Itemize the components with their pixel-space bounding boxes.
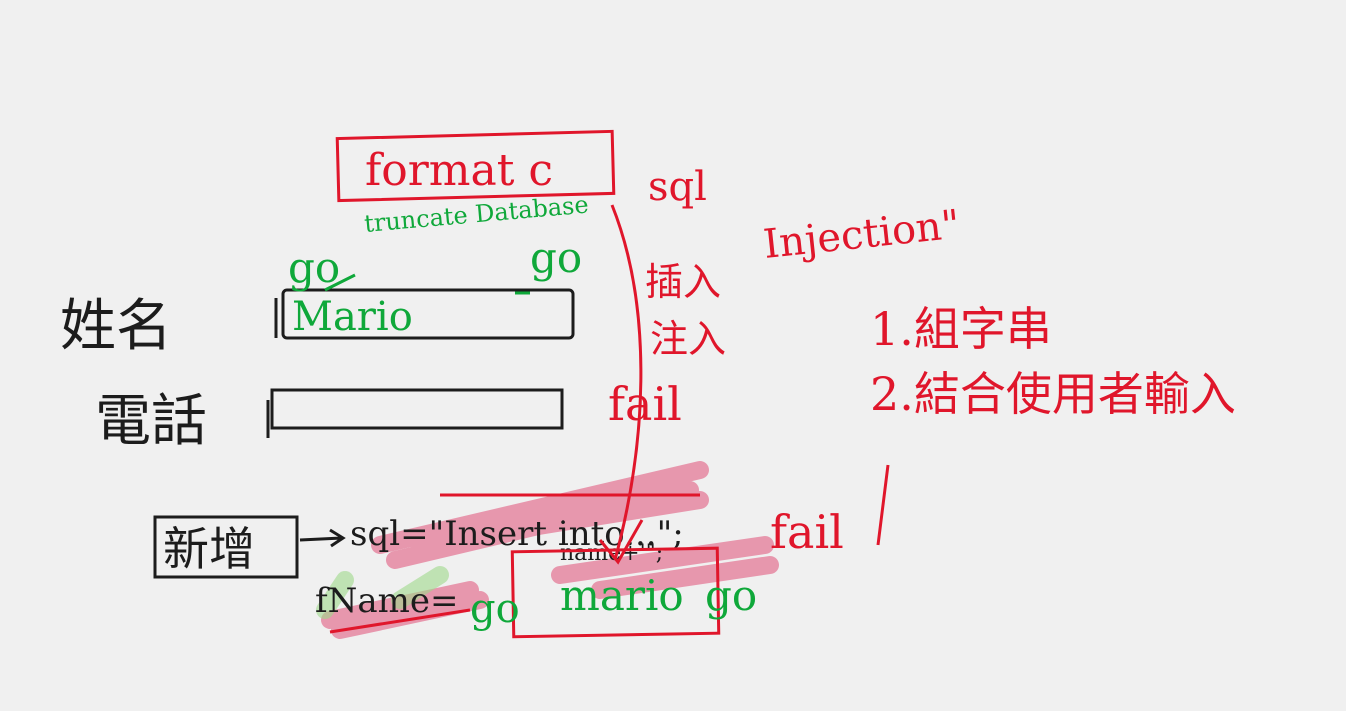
fail-stroke: [876, 464, 890, 546]
go-label-1: go: [288, 243, 340, 292]
go-label-2: go: [530, 233, 582, 282]
flow-arrow: [610, 204, 643, 561]
arrow-icon: [299, 528, 346, 548]
arrow-head-icon: [598, 519, 644, 565]
name-value: Mario: [292, 294, 413, 340]
go-label-3: go: [470, 586, 520, 632]
inject-term-1: 插入: [645, 260, 721, 304]
format-c-text: format c: [365, 145, 553, 196]
list-item-1: 1.組字串: [870, 302, 1052, 356]
inject-term-2: 注入: [650, 317, 726, 361]
injection-label: Injection": [761, 202, 962, 268]
add-button-label: 新增: [163, 522, 255, 576]
phone-label: 電話: [95, 389, 207, 454]
phone-input[interactable]: [270, 388, 564, 430]
fail-label-1: fail: [608, 377, 682, 431]
fail-label-2: fail: [770, 505, 844, 559]
format-c-box: [335, 129, 616, 203]
green-highlight: [316, 566, 449, 619]
quote-mark: [324, 273, 530, 295]
value-box: [510, 546, 721, 639]
name-input[interactable]: [281, 288, 575, 340]
name-label: 姓名: [60, 294, 172, 359]
value-box-text: mario: [560, 571, 684, 620]
sql-label: sql: [648, 164, 707, 210]
fname-underline: [329, 608, 471, 634]
go-label-4: go: [705, 571, 757, 620]
add-button[interactable]: [153, 515, 299, 579]
list-item-2: 2.結合使用者輸入: [870, 367, 1236, 421]
